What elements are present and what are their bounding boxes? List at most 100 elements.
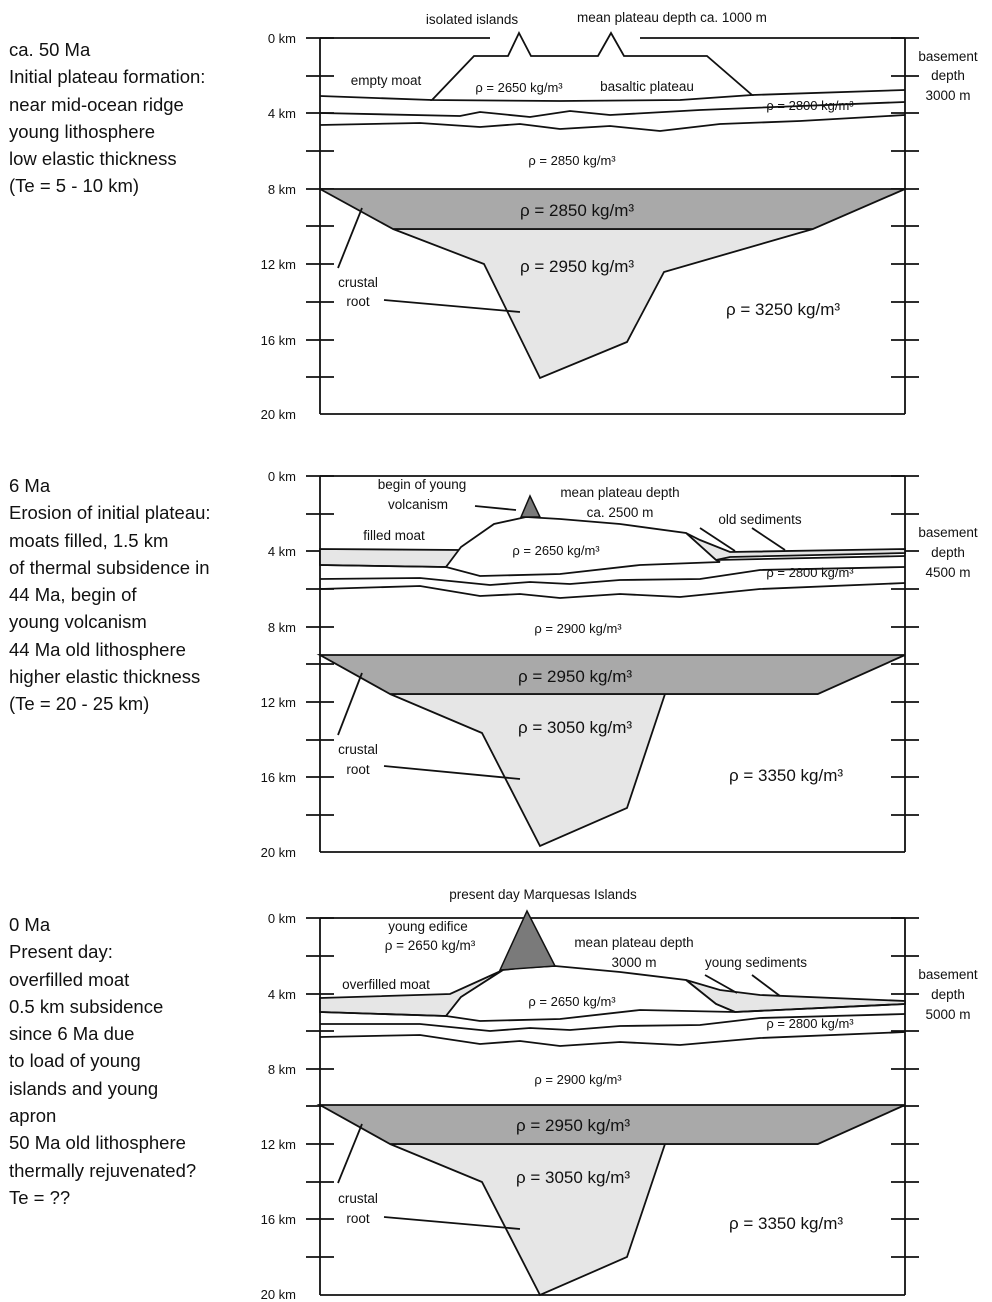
crustal-root-label: crustal	[338, 275, 378, 290]
mid-crust-boundary	[319, 114, 906, 132]
basement-label: basement	[918, 49, 978, 64]
density-label: ρ = 3350 kg/m³	[729, 766, 843, 785]
density-label: ρ = 3050 kg/m³	[518, 718, 632, 737]
description-line: young volcanism	[9, 611, 147, 633]
volcanism-leader-line	[474, 505, 517, 511]
root-leader-line	[383, 1216, 521, 1230]
root-leader-line	[337, 207, 363, 269]
description-line: (Te = 5 - 10 km)	[9, 175, 140, 197]
depth-tick-label: 8 km	[268, 1062, 296, 1077]
crustal-root	[389, 1143, 818, 1297]
description-line: low elastic thickness	[9, 148, 177, 170]
crustal-root-label: root	[346, 762, 370, 777]
depth-tick-label: 12 km	[261, 695, 296, 710]
basement-label: 5000 m	[925, 1007, 970, 1022]
panel-3-description: 0 Ma Present day: overfilled moat 0.5 km…	[9, 911, 259, 1211]
description-line: ca. 50 Ma	[9, 39, 91, 60]
depth-tick-label: 20 km	[261, 845, 296, 860]
young-volcano	[519, 494, 542, 518]
mean-depth-label: 3000 m	[611, 955, 656, 970]
crustal-root	[389, 693, 818, 848]
moat-label: overfilled moat	[342, 977, 430, 992]
basement-surface	[734, 1003, 906, 1013]
filled-moat	[319, 548, 463, 568]
density-label: ρ = 2800 kg/m³	[766, 98, 854, 113]
lower-crust-band	[319, 188, 906, 230]
depth-tick-label: 16 km	[261, 333, 296, 348]
description-line: Erosion of initial plateau:	[9, 502, 211, 524]
lower-crust-band	[316, 1104, 906, 1145]
basement-label: depth	[931, 68, 965, 83]
depth-tick-label: 8 km	[268, 182, 296, 197]
depth-tick-label: 12 km	[261, 257, 296, 272]
description-line: Te = ??	[9, 1186, 71, 1208]
depth-tick-label: 20 km	[261, 1287, 296, 1302]
density-label: ρ = 2950 kg/m³	[520, 257, 634, 276]
moat-label: filled moat	[363, 528, 425, 543]
basement-surface	[319, 95, 433, 101]
sediments-leader-line	[704, 974, 738, 994]
volcanism-label: volcanism	[388, 497, 448, 512]
root-leader-line	[337, 672, 363, 736]
depth-tick-label: 16 km	[261, 770, 296, 785]
panel-2-section: 0 km 4 km 8 km 12 km 16 km 20 km begin o…	[261, 469, 978, 860]
description-line: 0.5 km subsidence	[9, 995, 164, 1017]
description-line: young lithosphere	[9, 120, 156, 142]
density-label: ρ = 3250 kg/m³	[726, 300, 840, 319]
density-label: ρ = 2850 kg/m³	[528, 153, 616, 168]
depth-tick-label: 4 km	[268, 544, 296, 559]
mean-depth-label: mean plateau depth	[560, 485, 679, 500]
young-edifice	[498, 909, 557, 971]
depth-tick-label: 0 km	[268, 31, 296, 46]
basement-label: depth	[931, 987, 965, 1002]
density-label: ρ = 3350 kg/m³	[729, 1214, 843, 1233]
density-label: ρ = 3050 kg/m³	[516, 1168, 630, 1187]
basaltic-plateau	[429, 30, 755, 102]
crustal-root-label: root	[346, 294, 370, 309]
depth-tick-label: 12 km	[261, 1137, 296, 1152]
edifice-label: ρ = 2650 kg/m³	[385, 938, 476, 953]
crustal-root-label: root	[346, 1211, 370, 1226]
density-label: ρ = 2800 kg/m³	[766, 565, 854, 580]
upper-crust-boundary	[320, 1013, 906, 1032]
basement-surface	[319, 564, 447, 568]
mean-depth-label: ca. 2500 m	[587, 505, 654, 520]
depth-tick-label: 20 km	[261, 407, 296, 422]
description-line: overfilled moat	[9, 968, 130, 990]
density-label: ρ = 2650 kg/m³	[475, 80, 563, 95]
mean-depth-label: mean plateau depth	[574, 935, 693, 950]
basement-label: 4500 m	[925, 565, 970, 580]
description-line: since 6 Ma due	[9, 1023, 135, 1045]
description-line: 44 Ma, begin of	[9, 584, 137, 606]
panel-3-section: 0 km 4 km 8 km 12 km 16 km 20 km present…	[261, 887, 978, 1302]
description-line: (Te = 20 - 25 km)	[9, 693, 150, 715]
description-line: Initial plateau formation:	[9, 66, 206, 88]
basement-surface	[319, 1011, 447, 1017]
upper-crust-boundary	[319, 566, 906, 586]
density-label: ρ = 2800 kg/m³	[766, 1016, 854, 1031]
depth-tick-label: 4 km	[268, 106, 296, 121]
density-label: ρ = 2950 kg/m³	[518, 667, 632, 686]
density-label: ρ = 2950 kg/m³	[516, 1116, 630, 1135]
sediments-label: old sediments	[718, 512, 802, 527]
description-line: Present day:	[9, 941, 113, 963]
edifice-label: young edifice	[388, 919, 468, 934]
mean-depth-label: mean plateau depth ca. 1000 m	[577, 10, 767, 25]
description-line: of thermal subsidence in	[9, 556, 210, 578]
basement-label: depth	[931, 545, 965, 560]
marquesas-label: present day Marquesas Islands	[449, 887, 637, 902]
density-label: ρ = 2650 kg/m³	[512, 543, 600, 558]
description-line: islands and young	[9, 1077, 159, 1099]
sediments-leader-line	[751, 974, 781, 997]
moat-label: empty moat	[351, 73, 422, 88]
panel-2-description: 6 Ma Erosion of initial plateau: moats f…	[9, 472, 259, 718]
description-line: 44 Ma old lithosphere	[9, 638, 186, 660]
sediments-label: young sediments	[705, 955, 807, 970]
basement-surface	[715, 555, 906, 561]
depth-tick-label: 8 km	[268, 620, 296, 635]
description-line: to load of young	[9, 1050, 141, 1072]
description-line: 50 Ma old lithosphere	[9, 1132, 186, 1154]
depth-tick-label: 16 km	[261, 1212, 296, 1227]
description-line: apron	[9, 1105, 57, 1127]
crustal-root-label: crustal	[338, 742, 378, 757]
